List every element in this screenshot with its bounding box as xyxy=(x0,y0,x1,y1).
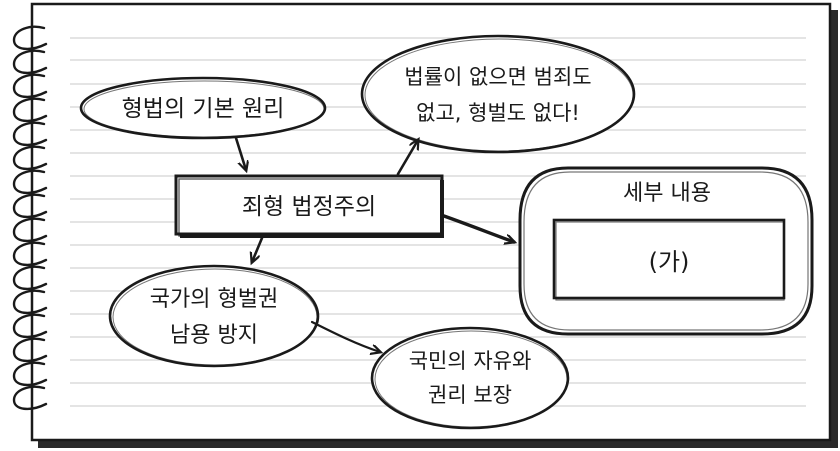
diagram-arrows xyxy=(234,136,514,352)
arrow-legality-to-no-law xyxy=(396,140,418,176)
node-details: 세부 내용 (가) xyxy=(518,166,814,336)
node-guarantee-line1: 국민의 자유와 xyxy=(409,349,532,373)
node-prevent-abuse: 국가의 형벌권 남용 방지 xyxy=(108,264,320,368)
node-no-law: 법률이 없으면 범죄도 없고, 형벌도 없다! xyxy=(360,34,636,154)
node-guarantee: 국민의 자유와 권리 보장 xyxy=(370,326,570,430)
arrow-principle-to-legality xyxy=(234,136,246,170)
node-legality: 죄형 법정주의 xyxy=(174,174,444,238)
node-no-law-line1: 법률이 없으면 범죄도 xyxy=(404,65,591,89)
node-prevent-abuse-line2: 남용 방지 xyxy=(170,323,258,348)
spiral-binding-icon xyxy=(12,25,48,411)
details-placeholder: (가) xyxy=(649,248,690,276)
node-legality-label: 죄형 법정주의 xyxy=(242,194,376,220)
node-details-title: 세부 내용 xyxy=(623,181,711,206)
node-principle-label: 형법의 기본 원리 xyxy=(122,96,285,122)
arrow-legality-to-details xyxy=(442,214,514,242)
node-principle: 형법의 기본 원리 xyxy=(79,76,327,140)
node-no-law-line2: 없고, 형벌도 없다! xyxy=(416,101,580,125)
node-prevent-abuse-line1: 국가의 형벌권 xyxy=(150,287,278,312)
arrow-legality-to-prevent-abuse xyxy=(252,236,264,262)
arrow-prevent-abuse-to-guarantee xyxy=(310,320,380,352)
node-guarantee-line2: 권리 보장 xyxy=(428,383,512,407)
